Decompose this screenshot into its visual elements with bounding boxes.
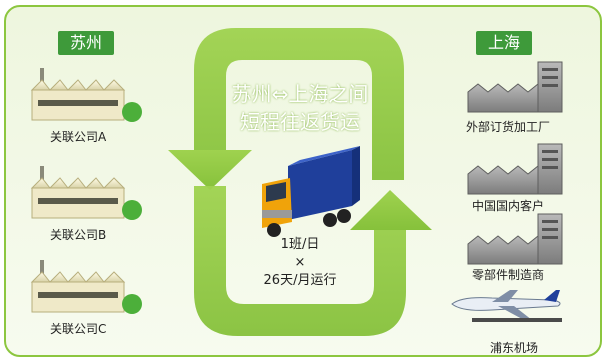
schedule-per-day: 1班/日 (280, 237, 320, 252)
factory-icon-c (30, 260, 142, 314)
truck-icon (262, 146, 360, 237)
company-label-a: 关联公司A (50, 130, 107, 144)
destination-city-badge: 上海 (476, 31, 533, 55)
factory-grey-icon-3 (467, 213, 563, 265)
factory-icon-b (30, 166, 142, 220)
dest-label-domestic-customer: 中国国内客户 (472, 199, 545, 213)
factory-grey-icon-1 (467, 61, 563, 113)
route-title-line-1: 苏州⇔上海之间 (231, 82, 369, 106)
company-label-c: 关联公司C (50, 322, 107, 336)
schedule-per-month: 26天/月运行 (263, 273, 337, 288)
dest-label-parts-maker: 零部件制造商 (472, 268, 545, 282)
factory-icon-a (30, 68, 142, 122)
forward-arrow (194, 186, 432, 336)
route-title-line-2: 短程往返货运 (240, 110, 360, 134)
company-label-b: 关联公司B (50, 228, 107, 242)
factory-grey-icon-2 (467, 143, 563, 195)
origin-city-badge: 苏州 (58, 31, 115, 55)
schedule-times: × (294, 255, 306, 270)
airplane-icon (451, 290, 562, 322)
return-arrow (168, 28, 404, 190)
dest-label-pudong-airport: 浦东机场 (490, 341, 539, 355)
schedule-block: 1班/日 × 26天/月运行 (240, 236, 360, 290)
dest-label-processing-factory: 外部订货加工厂 (466, 120, 551, 134)
